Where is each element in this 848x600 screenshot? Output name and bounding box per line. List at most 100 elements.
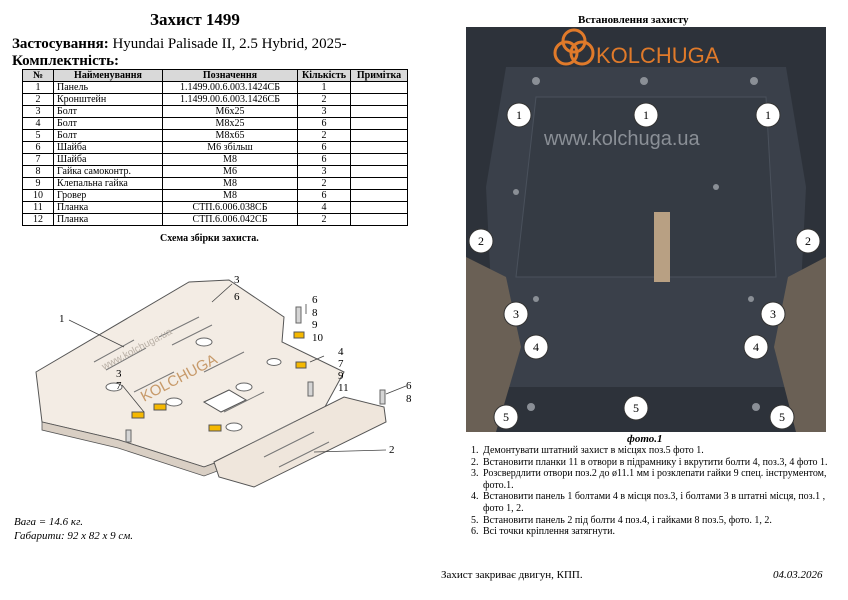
parts-table: № Найменування Позначення Кількість Прим…: [22, 69, 408, 226]
step-item: Розсвердлити отвори поз.2 до ø11.1 мм і …: [481, 468, 841, 491]
usage-line: Застосування: Hyundai Palisade II, 2.5 H…: [12, 36, 347, 53]
callout-1-center-label: 1: [643, 108, 649, 122]
usage-label: Застосування:: [12, 36, 109, 52]
cell-code: 1.1499.00.6.003.1424СБ: [162, 81, 298, 94]
weight-text: Вага = 14.6 кг.: [14, 516, 83, 528]
callout-1-center: [633, 102, 659, 128]
table-header-row: № Найменування Позначення Кількість Прим…: [22, 69, 408, 82]
photo-bolts: [513, 77, 760, 411]
cell-qty: 6: [297, 117, 351, 130]
callout-1-right: [755, 102, 781, 128]
label-11-right: 11: [338, 382, 349, 394]
cell-code: M6: [162, 165, 298, 178]
callout-5-left-label: 5: [503, 410, 509, 424]
callout-3-right-label: 3: [770, 307, 776, 321]
header-name: Найменування: [53, 69, 163, 82]
step-item: Встановити планки 11 в отвори в підрамни…: [481, 457, 841, 469]
callout-1-left-label: 1: [516, 108, 522, 122]
callout-4-left-label: 4: [533, 340, 539, 354]
label-3-left: 3: [116, 368, 122, 380]
document-title: Захист 1499: [150, 10, 240, 29]
cell-qty: 3: [297, 165, 351, 178]
cell-qty: 6: [297, 153, 351, 166]
callout-3-left: [503, 301, 529, 327]
label-8-right: 8: [312, 307, 318, 319]
callout-3-right: [760, 301, 786, 327]
cell-note: [350, 153, 408, 166]
callout-4-left: [523, 334, 549, 360]
assembly-drawing: www.kolchuga.ua KOLCHUGA 1 3 6 6 8 9 10 …: [35, 274, 412, 488]
cell-note: [350, 93, 408, 106]
cell-code: СТП.6.006.042СБ: [162, 213, 298, 226]
callout-1-left: [506, 102, 532, 128]
leader-lines: [68, 283, 407, 453]
header-note: Примітка: [350, 69, 408, 82]
cell-qty: 2: [297, 93, 351, 106]
cell-no: 12: [22, 213, 54, 226]
cell-name: Шайба: [53, 153, 163, 166]
center-hatch: [202, 389, 248, 413]
cell-name: Гайка самоконтр.: [53, 165, 163, 178]
panel-2-outline: [213, 396, 387, 488]
cell-qty: 2: [297, 177, 351, 190]
cell-qty: 3: [297, 105, 351, 118]
callout-4-right-label: 4: [753, 340, 759, 354]
cell-note: [350, 201, 408, 214]
step-item: Встановити панель 2 під болти 4 поз.4, і…: [481, 515, 841, 527]
cell-no: 6: [22, 141, 54, 154]
label-4-right: 4: [338, 346, 344, 358]
label-7-left: 7: [116, 380, 122, 392]
photo-brand: KOLCHUGA: [596, 43, 720, 68]
cell-no: 10: [22, 189, 54, 202]
label-9-lower: 9: [338, 370, 344, 382]
photo-scene: KOLCHUGA www.kolchuga.ua 1 1 1 2 2 3 3 4…: [466, 27, 826, 432]
cell-note: [350, 105, 408, 118]
callout-5-right-label: 5: [779, 410, 785, 424]
cell-code: M8: [162, 177, 298, 190]
dimensions-text: Габарити: 92 x 82 x 9 см.: [14, 530, 134, 542]
cell-code: M8x25: [162, 117, 298, 130]
cell-code: 1.1499.00.6.003.1426СБ: [162, 93, 298, 106]
footer-date: 04.03.2026: [773, 569, 823, 581]
kit-label: Комплектність:: [12, 53, 120, 69]
cell-note: [350, 81, 408, 94]
header-qty: Кількість: [297, 69, 351, 82]
cell-code: M8x65: [162, 129, 298, 142]
scheme-title: Схема збірки захиста.: [160, 233, 259, 244]
kolchuga-logo: KOLCHUGA: [553, 28, 720, 68]
cell-qty: 2: [297, 213, 351, 226]
fasteners: [125, 306, 386, 443]
callout-2-left-label: 2: [478, 234, 484, 248]
cell-qty: 6: [297, 141, 351, 154]
cell-note: [350, 213, 408, 226]
callout-4-right: [743, 334, 769, 360]
cell-code: M6 збільш: [162, 141, 298, 154]
cell-name: Гровер: [53, 189, 163, 202]
cell-code: M8: [162, 189, 298, 202]
cell-note: [350, 117, 408, 130]
panel-slots: [93, 316, 330, 468]
cell-name: Планка: [53, 201, 163, 214]
install-photo: KOLCHUGA www.kolchuga.ua 1 1 1 2 2 3 3 4…: [466, 27, 826, 432]
label-7-right: 7: [338, 358, 344, 370]
callout-3-left-label: 3: [513, 307, 519, 321]
label-6-right: 6: [312, 294, 318, 306]
callout-1-right-label: 1: [765, 108, 771, 122]
label-9-right: 9: [312, 319, 318, 331]
cell-no: 4: [22, 117, 54, 130]
photo-watermark: www.kolchuga.ua: [543, 128, 701, 150]
install-title: Встановлення захисту: [578, 14, 689, 26]
cell-no: 7: [22, 153, 54, 166]
callout-2-right: [795, 228, 821, 254]
cell-name: Болт: [53, 129, 163, 142]
